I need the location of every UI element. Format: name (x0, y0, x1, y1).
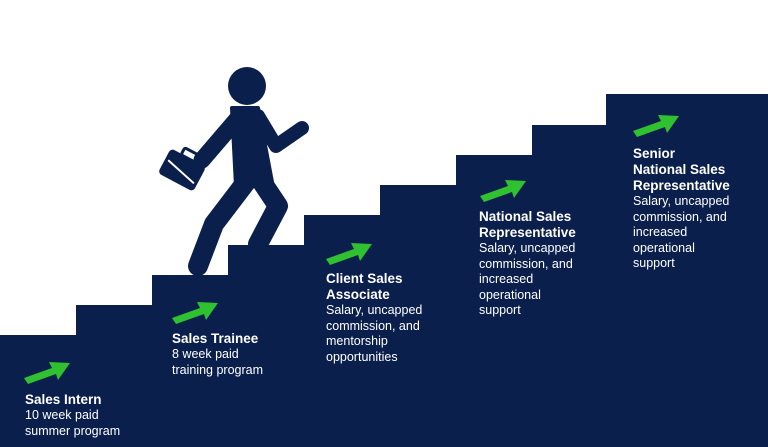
arrow-icon (172, 302, 218, 324)
step-title: Sales Trainee (172, 331, 259, 346)
step-description: Salary, uncapped commission, and mentors… (326, 303, 423, 364)
step-description: 10 week paid summer program (25, 408, 121, 438)
arrow-icon (633, 115, 679, 137)
step-title: National Sales Representative (479, 209, 576, 240)
step-senior-national-sales-representative: Senior National Sales Representative Sal… (633, 146, 730, 272)
step-title: Client Sales Associate (326, 271, 403, 302)
step-sales-intern: Sales Intern 10 week paid summer program (25, 392, 120, 439)
briefcase-icon (159, 146, 205, 191)
step-client-sales-associate: Client Sales Associate Salary, uncapped … (326, 271, 422, 365)
arrow-icon (480, 180, 526, 202)
front-leg (248, 172, 288, 254)
front-arm (251, 109, 309, 153)
back-leg (188, 172, 256, 276)
arrow-icon (326, 243, 372, 265)
arrow-icon (24, 362, 70, 384)
step-sales-trainee: Sales Trainee 8 week paid training progr… (172, 331, 263, 378)
staircase-shape (0, 94, 768, 447)
step-description: Salary, uncapped commission, and increas… (633, 194, 730, 270)
step-description: 8 week paid training program (172, 347, 264, 377)
head (228, 67, 266, 105)
step-title: Sales Intern (25, 392, 102, 407)
step-title: Senior National Sales Representative (633, 146, 730, 193)
businessman-climbing-stairs-icon (159, 67, 309, 276)
back-arm (193, 109, 247, 169)
step-description: Salary, uncapped commission, and increas… (479, 241, 576, 317)
step-national-sales-representative: National Sales Representative Salary, un… (479, 209, 576, 319)
